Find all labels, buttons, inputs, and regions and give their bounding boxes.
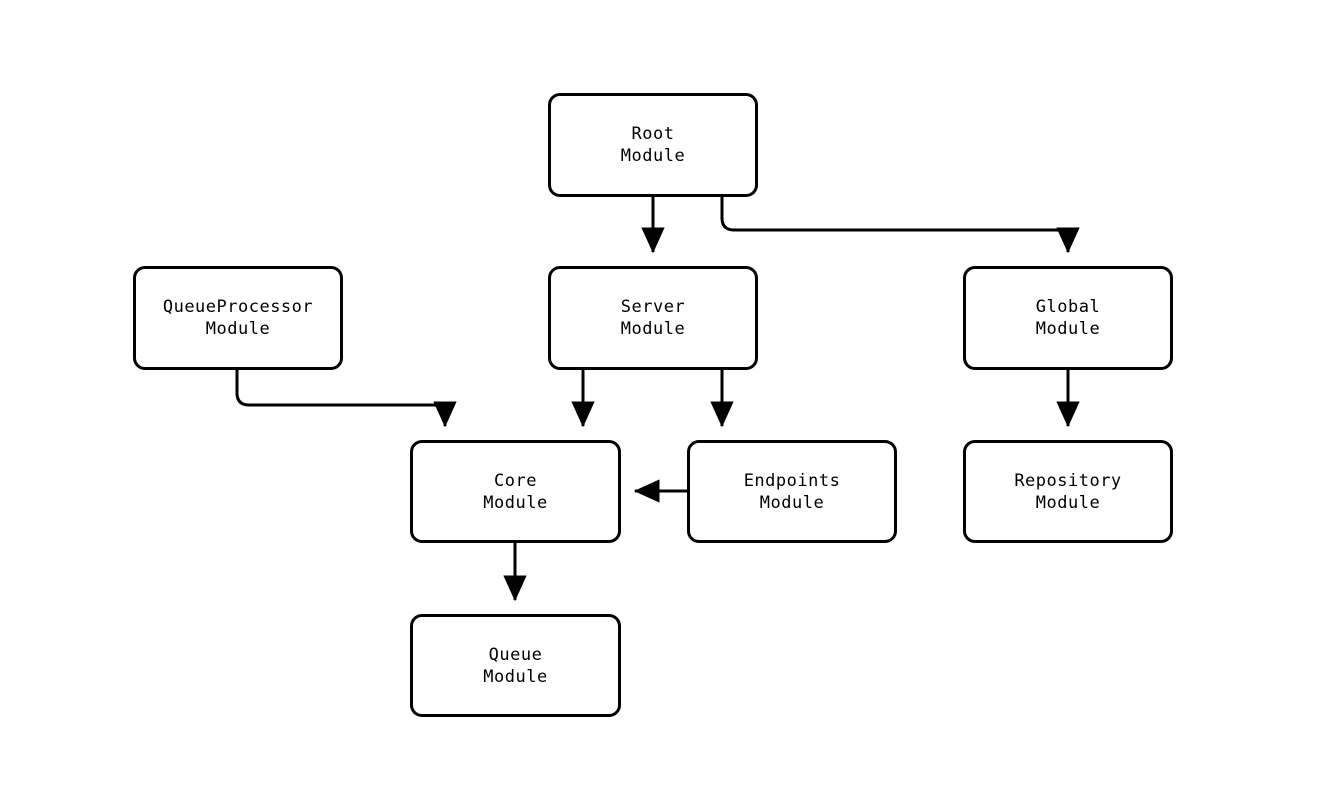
node-label-line2: Module	[759, 492, 825, 513]
node-repository-module[interactable]: Repository Module	[963, 440, 1173, 543]
node-label-line1: Core	[494, 470, 537, 491]
node-label-line2: Module	[205, 319, 271, 339]
node-label-line1: Root	[631, 124, 675, 144]
node-root-module[interactable]: Root Module	[548, 93, 758, 197]
node-core-module[interactable]: Core Module	[410, 440, 621, 543]
edge-root-global	[720, 197, 1080, 254]
node-label-line1: QueueProcessor	[162, 297, 314, 317]
node-queueprocessor-module[interactable]: QueueProcessor Module	[133, 266, 343, 370]
node-label-line2: Module	[483, 492, 548, 513]
edge-queueprocessor-core	[235, 370, 457, 428]
node-server-module[interactable]: Server Module	[548, 266, 758, 370]
node-label-line2: Module	[620, 146, 686, 166]
node-queue-module[interactable]: Queue Module	[410, 614, 621, 717]
node-global-module[interactable]: Global Module	[963, 266, 1173, 370]
node-label-line1: Global	[1035, 297, 1101, 317]
node-label-line2: Module	[620, 319, 686, 339]
node-label-line1: Endpoints	[743, 470, 841, 491]
node-label-line1: Repository	[1014, 470, 1122, 491]
node-label-line1: Server	[620, 297, 686, 317]
node-label-line2: Module	[1035, 492, 1101, 513]
node-label-line2: Module	[483, 666, 548, 687]
node-label-line1: Queue	[488, 644, 543, 665]
node-endpoints-module[interactable]: Endpoints Module	[687, 440, 897, 543]
node-label-line2: Module	[1035, 319, 1101, 339]
